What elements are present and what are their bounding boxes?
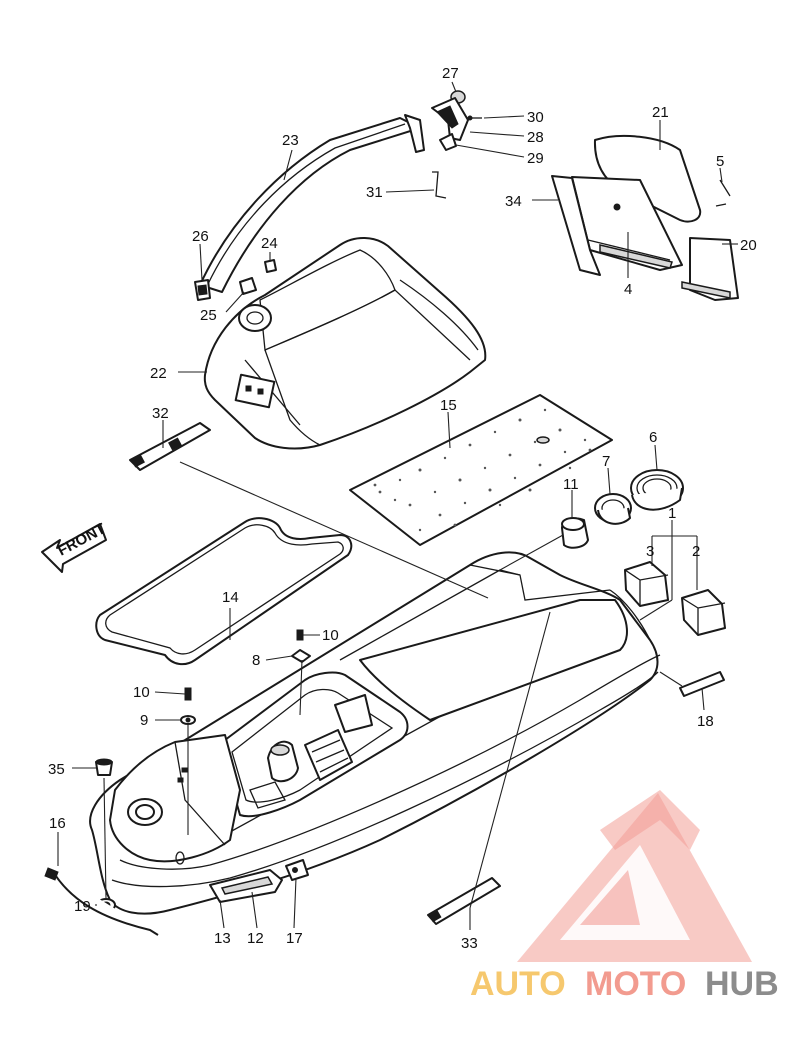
callout-3: 3 — [646, 543, 654, 560]
fastener-hardware — [44, 629, 311, 936]
callout-27: 27 — [442, 65, 459, 82]
callout-22: 22 — [150, 365, 167, 382]
deck-mat-part — [349, 394, 613, 546]
watermark-logo — [517, 790, 752, 962]
callout-8: 8 — [252, 652, 260, 669]
hatch-gasket-part — [95, 517, 353, 666]
callout-15: 15 — [440, 397, 457, 414]
callout-33: 33 — [461, 935, 478, 952]
callout-19: 19 — [74, 898, 91, 915]
callout-23: 23 — [282, 132, 299, 149]
callout-21: 21 — [652, 104, 669, 121]
callout-1: 1 — [668, 505, 676, 522]
engine-hood-part — [194, 237, 487, 450]
callout-24: 24 — [261, 235, 278, 252]
callout-12: 12 — [247, 930, 264, 947]
callout-17: 17 — [286, 930, 303, 947]
callout-14: 14 — [222, 589, 239, 606]
hull-body-part — [89, 551, 661, 915]
stopper-blocks — [624, 561, 726, 636]
front-direction-arrow: FRONT — [41, 520, 109, 573]
callout-30: 30 — [527, 109, 544, 126]
callout-2: 2 — [692, 543, 700, 560]
callout-29: 29 — [527, 150, 544, 167]
callout-4: 4 — [624, 281, 632, 298]
watermark-text: AUTO MOTO HUB — [470, 965, 779, 1003]
callout-18: 18 — [697, 713, 714, 730]
callout-20: 20 — [740, 237, 757, 254]
cover-plates — [551, 134, 739, 301]
hinge-parts — [431, 90, 482, 151]
callout-10-upper: 10 — [322, 627, 339, 644]
callout-25: 25 — [200, 307, 217, 324]
rings-and-bellows — [561, 469, 684, 549]
callout-32: 32 — [152, 405, 169, 422]
callout-13: 13 — [214, 930, 231, 947]
callout-35: 35 — [48, 761, 65, 778]
callout-16: 16 — [49, 815, 66, 832]
watermark-hub: HUB — [705, 965, 779, 1003]
watermark-auto: AUTO — [470, 965, 566, 1003]
callout-26: 26 — [192, 228, 209, 245]
callout-34: 34 — [505, 193, 522, 210]
leader-lines — [57, 81, 738, 930]
handle-pole-part — [199, 114, 425, 293]
callout-11: 11 — [563, 476, 579, 493]
callout-31: 31 — [366, 184, 383, 201]
callout-labels: 27 30 28 29 23 21 5 31 34 20 26 24 4 25 … — [48, 65, 757, 952]
callout-28: 28 — [527, 129, 544, 146]
callout-9: 9 — [140, 712, 148, 729]
watermark-moto: MOTO — [585, 965, 686, 1003]
callout-6: 6 — [649, 429, 657, 446]
callout-7: 7 — [602, 453, 610, 470]
callout-5: 5 — [716, 153, 724, 170]
bracket-part — [432, 171, 447, 199]
trim-strips — [129, 422, 725, 925]
callout-10-lower: 10 — [133, 684, 150, 701]
